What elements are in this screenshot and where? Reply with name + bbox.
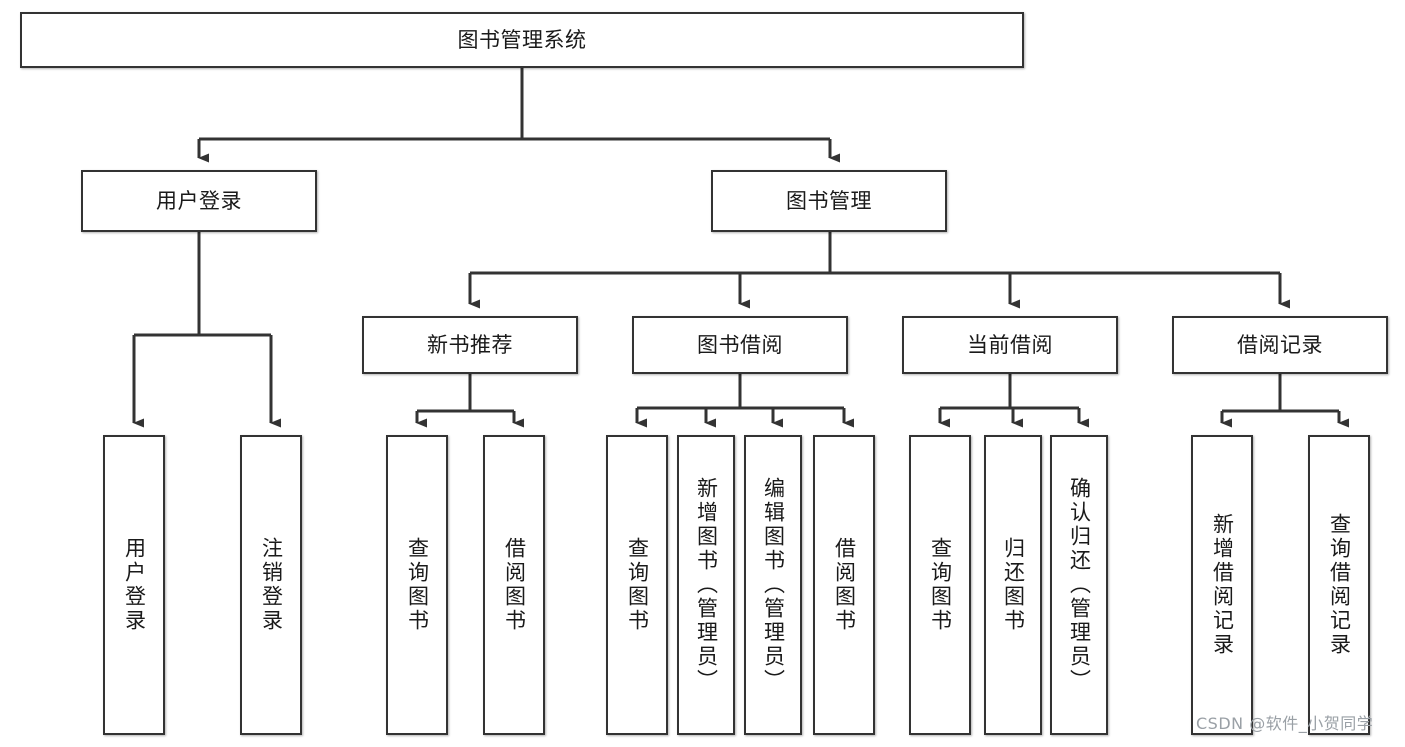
node-root-label: 图书管理系统 bbox=[457, 27, 587, 52]
node-leaf-borrow-book-recommend-label: 借阅图书 bbox=[502, 537, 527, 633]
node-leaf-borrow-book-recommend[interactable]: 借阅图书 bbox=[483, 435, 545, 735]
edge-root-to-level2 bbox=[197, 68, 840, 163]
node-leaf-return-book[interactable]: 归还图书 bbox=[984, 435, 1042, 735]
node-leaf-query-borrow-record[interactable]: 查询借阅记录 bbox=[1308, 435, 1370, 735]
node-book-manage[interactable]: 图书管理 bbox=[711, 170, 947, 232]
node-leaf-logout-login[interactable]: 注销登录 bbox=[240, 435, 302, 735]
node-book-borrow[interactable]: 图书借阅 bbox=[632, 316, 848, 374]
node-borrow-record[interactable]: 借阅记录 bbox=[1172, 316, 1388, 374]
edge-current-borrow-to-leaves bbox=[938, 374, 1089, 428]
csdn-watermark: CSDN @软件_小贺同学 bbox=[1196, 714, 1374, 733]
node-leaf-query-book-recommend[interactable]: 查询图书 bbox=[386, 435, 448, 735]
node-leaf-borrow-book-borrow-label: 借阅图书 bbox=[832, 537, 857, 633]
node-leaf-return-book-label: 归还图书 bbox=[1001, 537, 1026, 633]
node-root[interactable]: 图书管理系统 bbox=[20, 12, 1024, 68]
node-leaf-query-book-current-label: 查询图书 bbox=[928, 537, 953, 633]
node-leaf-query-book-borrow[interactable]: 查询图书 bbox=[606, 435, 668, 735]
node-leaf-edit-book-admin[interactable]: 编辑图书（管理员） bbox=[744, 435, 802, 735]
node-leaf-query-book-recommend-label: 查询图书 bbox=[405, 537, 430, 633]
node-leaf-logout-login-label: 注销登录 bbox=[259, 537, 284, 633]
edge-user-login-to-leaves bbox=[132, 232, 281, 428]
node-user-login-label: 用户登录 bbox=[156, 188, 242, 213]
node-borrow-record-label: 借阅记录 bbox=[1237, 332, 1323, 357]
node-current-borrow[interactable]: 当前借阅 bbox=[902, 316, 1118, 374]
node-leaf-confirm-return-admin-label: 确认归还（管理员） bbox=[1067, 477, 1092, 693]
node-leaf-query-book-current[interactable]: 查询图书 bbox=[909, 435, 971, 735]
node-new-book-recommend[interactable]: 新书推荐 bbox=[362, 316, 578, 374]
node-leaf-confirm-return-admin[interactable]: 确认归还（管理员） bbox=[1050, 435, 1108, 735]
node-leaf-edit-book-admin-label: 编辑图书（管理员） bbox=[761, 477, 786, 693]
node-book-borrow-label: 图书借阅 bbox=[697, 332, 783, 357]
node-leaf-add-book-admin[interactable]: 新增图书（管理员） bbox=[677, 435, 735, 735]
edge-new-book-recommend-to-leaves bbox=[415, 374, 524, 428]
node-book-manage-label: 图书管理 bbox=[786, 188, 872, 213]
node-leaf-user-login[interactable]: 用户登录 bbox=[103, 435, 165, 735]
node-leaf-borrow-book-borrow[interactable]: 借阅图书 bbox=[813, 435, 875, 735]
node-current-borrow-label: 当前借阅 bbox=[967, 332, 1053, 357]
node-new-book-recommend-label: 新书推荐 bbox=[427, 332, 513, 357]
edge-borrow-record-to-leaves bbox=[1220, 374, 1349, 428]
node-leaf-add-borrow-record[interactable]: 新增借阅记录 bbox=[1191, 435, 1253, 735]
node-leaf-user-login-label: 用户登录 bbox=[122, 537, 147, 633]
node-leaf-query-book-borrow-label: 查询图书 bbox=[625, 537, 650, 633]
node-leaf-query-borrow-record-label: 查询借阅记录 bbox=[1327, 513, 1352, 657]
node-leaf-add-borrow-record-label: 新增借阅记录 bbox=[1210, 513, 1235, 657]
edge-book-manage-to-level3 bbox=[468, 232, 1290, 309]
edge-book-borrow-to-leaves bbox=[635, 374, 854, 428]
node-leaf-add-book-admin-label: 新增图书（管理员） bbox=[694, 477, 719, 693]
node-user-login[interactable]: 用户登录 bbox=[81, 170, 317, 232]
